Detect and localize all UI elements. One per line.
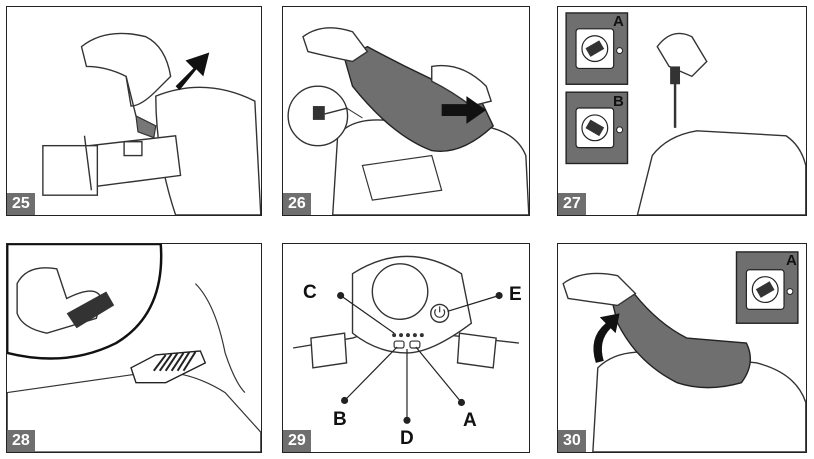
step-27-panel: A B 27 [557,6,807,216]
step-number: 26 [283,193,311,215]
step-27-illustration [565,12,806,215]
right-arrow-icon [441,96,487,124]
step-29-illustration [292,255,519,424]
step-30-panel: A 30 [557,243,807,453]
step-25-illustration [42,32,261,215]
callout-label-c: C [303,282,317,303]
curved-up-arrow-icon [593,313,620,363]
step-26-illustration [287,27,529,215]
step-number: 27 [558,193,586,215]
step-number: 30 [558,430,586,452]
up-arrow-icon [175,52,210,91]
step-28-panel: 28 [6,243,262,453]
step-number: 25 [7,193,35,215]
callout-label-b: B [333,409,347,430]
step-30-illustration [562,251,806,452]
inset-label-a: A [786,252,797,269]
inset-label-b: B [613,93,624,110]
step-26-panel: 26 [282,6,530,216]
power-button-icon [430,303,450,323]
step-number: 28 [7,430,35,452]
callout-label-e: E [509,284,522,305]
callout-label-a: A [463,410,477,431]
inset-label-a: A [613,13,624,30]
step-28-illustration [7,244,261,452]
step-29-panel: C E B D A 29 [282,243,530,453]
step-number: 29 [283,430,311,452]
step-25-panel: 25 [6,6,262,216]
callout-label-d: D [400,428,414,449]
